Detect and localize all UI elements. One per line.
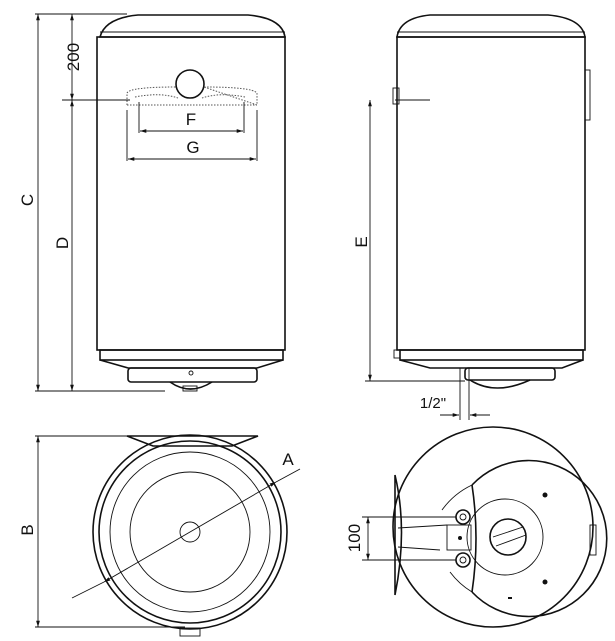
label-e: E [352,236,371,247]
anode-cap-icon [175,69,205,99]
label-a: A [282,450,294,469]
front-dimensions: 200 C D F G [18,13,258,392]
label-200: 200 [64,43,83,71]
bottom-dimensions: 100 [345,516,456,561]
top-view [92,434,288,637]
bottom-view [392,426,608,628]
label-100: 100 [345,524,364,552]
front-view [96,14,286,392]
label-b: B [18,524,37,535]
label-d: D [53,237,72,249]
label-g: G [186,138,199,157]
top-dimensions: A B [18,435,301,628]
label-pipe-size: 1/2" [420,395,446,412]
label-f: F [186,110,196,129]
label-c: C [18,194,37,206]
side-dimensions: E 1/2" [352,99,490,420]
side-view [392,14,591,390]
